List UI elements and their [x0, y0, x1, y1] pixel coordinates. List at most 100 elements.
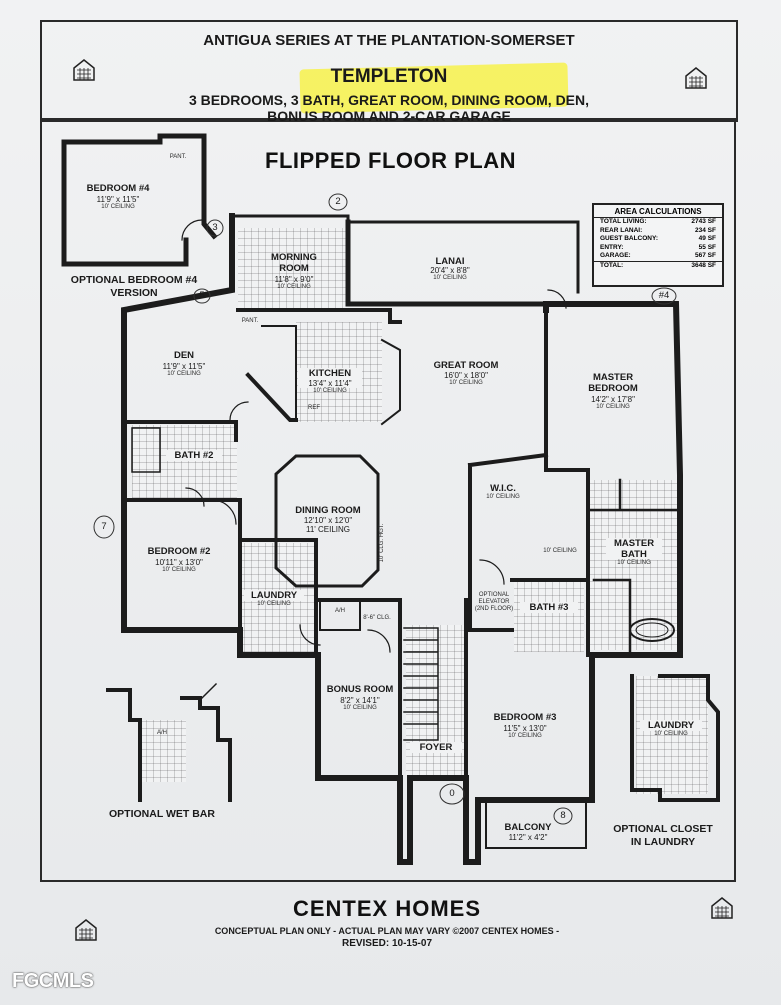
summary-line-1: 3 BEDROOMS, 3 BATH, GREAT ROOM, DINING R… — [188, 92, 590, 108]
series-title: ANTIGUA SERIES AT THE PLANTATION-SOMERSE… — [203, 32, 575, 49]
outer-walls — [121, 213, 683, 865]
balcony-label: BALCONY — [504, 822, 552, 833]
header-box: ANTIGUA SERIES AT THE PLANTATION-SOMERSE… — [40, 20, 738, 124]
morning-room-label-2: ROOM — [279, 263, 309, 274]
interior-walls — [122, 308, 590, 780]
morning-room-label-1: MORNING — [271, 252, 317, 263]
bedroom2-label: BEDROOM #2 — [147, 546, 211, 557]
bedroom2-dims: 10'11" x 13'0" — [155, 558, 203, 567]
bath3-label: BATH #3 — [520, 602, 578, 613]
bonus-room-label: BONUS ROOM — [326, 684, 394, 695]
foyer-label: FOYER — [410, 742, 462, 753]
master-bedroom-label-1: MASTER — [592, 372, 634, 383]
annotation-3: 3 — [212, 222, 218, 233]
master-bedroom-label-2: BEDROOM — [588, 383, 638, 394]
house-logo-icon — [75, 919, 97, 941]
area-row: ENTRY:55 SF — [600, 243, 716, 251]
bath3-tile — [514, 580, 584, 652]
lanai-wall — [345, 219, 549, 307]
kitchen-ceiling: 10' CEILING — [313, 388, 347, 394]
bedroom4-walls — [61, 133, 218, 267]
area-row: GUEST BALCONY:49 SF — [600, 235, 716, 242]
great-room-label: GREAT ROOM — [433, 360, 499, 371]
clg-hgt-note: 10' CLG. HGT. — [379, 523, 385, 563]
laundry-ceiling: 10' CEILING — [257, 601, 291, 607]
closet-label: 8'-6" CLG. — [363, 615, 391, 621]
wetbar-walls — [106, 688, 232, 802]
brand-name: CENTEX HOMES — [292, 896, 482, 921]
bedroom2-ceiling: 10' CEILING — [162, 567, 196, 573]
bath2-label: BATH #2 — [166, 450, 222, 461]
bath2-tile — [132, 425, 237, 500]
den-label: DEN — [173, 350, 195, 361]
area-total-row: TOTAL:3648 SF — [594, 260, 722, 271]
refrigerator-label: REF — [308, 405, 320, 411]
bonus-room-dims: 8'2" x 14'1" — [340, 696, 380, 705]
area-row: TOTAL LIVING:2743 SF — [600, 218, 716, 225]
air-handler-label: A/H — [334, 608, 345, 614]
footer-box: CENTEX HOMES CONCEPTUAL PLAN ONLY - ACTU… — [40, 880, 734, 956]
wetbar-tile — [138, 720, 186, 782]
bedroom3-label: BEDROOM #3 — [493, 712, 557, 723]
master-bedroom-ceiling: 10' CEILING — [596, 404, 630, 410]
annotation-4: #4 — [658, 290, 670, 301]
morning-room-dims: 11'8" x 9'0" — [274, 275, 314, 284]
pantry-label: PANT. — [241, 318, 259, 324]
disclaimer: CONCEPTUAL PLAN ONLY - ACTUAL PLAN MAY V… — [214, 926, 560, 936]
door-swings — [181, 219, 567, 653]
wetbar-ah-label: A/H — [156, 730, 167, 736]
great-room-ceiling: 10' CEILING — [449, 380, 483, 386]
bedroom4-label: BEDROOM #4 — [86, 183, 150, 194]
bedroom3-ceiling: 10' CEILING — [508, 733, 542, 739]
stairs — [403, 627, 439, 741]
bedroom4-ceiling: 10' CEILING — [101, 204, 135, 210]
great-room-dims: 16'0" x 18'0" — [444, 371, 488, 380]
lanai-ceiling: 10' CEILING — [433, 275, 467, 281]
morning-room-tile — [238, 228, 348, 310]
lanai-dims: 20'4" x 8'8" — [430, 266, 470, 275]
plan-title: FLIPPED FLOOR PLAN — [265, 148, 516, 173]
hall-ceiling-note: 10' CEILING — [543, 548, 577, 554]
den-dims: 11'9" x 11'5" — [162, 362, 206, 371]
master-bath-ceiling: 10' CEILING — [617, 560, 651, 566]
master-bedroom-dims: 14'2" x 17'8" — [591, 395, 635, 404]
dining-room-dims: 12'10" x 12'0" — [303, 516, 353, 525]
area-row: REAR LANAI:234 SF — [600, 226, 716, 234]
annotation-8: 8 — [560, 810, 566, 821]
wic-label: W.I.C. — [490, 483, 516, 494]
den-ceiling: 10' CEILING — [167, 371, 201, 377]
balcony-dims: 11'2" x 4'2" — [508, 833, 548, 842]
optional-bedroom-caption: OPTIONAL BEDROOM #4 VERSION — [70, 274, 198, 299]
revision-date: REVISED: 10-15-07 — [341, 938, 433, 949]
laundry-label: LAUNDRY — [244, 590, 304, 601]
dining-room-label: DINING ROOM — [295, 505, 361, 516]
balcony-railing — [485, 799, 587, 849]
annotation-2: 2 — [335, 196, 341, 207]
model-name: TEMPLETON — [330, 66, 448, 87]
mls-watermark: FGCMLS — [12, 970, 94, 992]
laundry-alt-ceiling: 10' CEILING — [654, 731, 688, 737]
dining-room-ceiling: 11' CEILING — [305, 525, 351, 534]
dining-octagon — [274, 454, 380, 588]
elevator-label: OPTIONAL ELEVATOR (2ND FLOOR) — [474, 592, 514, 612]
kitchen-counter — [261, 325, 401, 426]
bedroom3-dims: 11'5" x 13'0" — [503, 724, 547, 733]
annotation-7: 7 — [101, 521, 107, 532]
annotation-0: 0 — [449, 788, 455, 799]
bedroom4-dims: 11'9" x 11'5" — [96, 195, 140, 204]
laundry-alt-tile — [636, 676, 708, 794]
kitchen-label: KITCHEN — [298, 368, 362, 379]
house-logo-icon — [73, 59, 95, 81]
bonus-room-ceiling: 10' CEILING — [343, 705, 377, 711]
annotation-5: 5 — [199, 290, 205, 301]
laundry-alt-label: LAUNDRY — [640, 720, 702, 731]
area-calculations: AREA CALCULATIONS TOTAL LIVING:2743 SF R… — [592, 203, 724, 287]
closet-caption: OPTIONAL CLOSET IN LAUNDRY — [613, 823, 713, 848]
house-logo-icon — [711, 897, 733, 919]
kitchen-dims: 13'4" x 11'4" — [298, 379, 362, 388]
house-logo-icon — [685, 67, 707, 89]
pantry-label: PANT. — [169, 154, 187, 160]
area-heading: AREA CALCULATIONS — [594, 205, 722, 218]
wet-bar-caption: OPTIONAL WET BAR — [109, 808, 215, 820]
